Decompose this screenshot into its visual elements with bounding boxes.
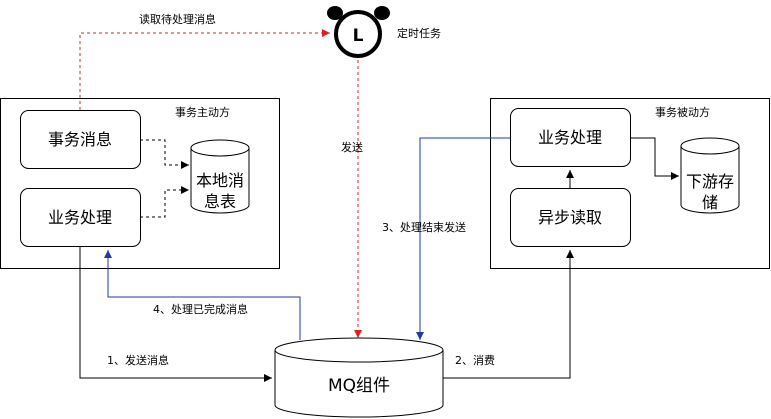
edge-txmsg-to-db <box>140 139 189 169</box>
edge-biz-to-storage <box>630 137 679 180</box>
active-party-group: 事务主动方 事务消息 业务处理 本地消 息表 <box>0 98 280 269</box>
edge-consume-label: 2、消费 <box>455 353 495 367</box>
edge-send-message <box>79 246 272 382</box>
downstream-storage-line1: 下游存 <box>686 172 734 191</box>
mq-component-db[interactable]: MQ组件 <box>274 337 444 418</box>
local-message-table-line1: 本地消 <box>196 171 244 190</box>
business-process-label-passive: 业务处理 <box>538 128 602 147</box>
local-message-table-db[interactable]: 本地消 息表 <box>190 139 250 214</box>
edge-process-done-label: 3、处理结束发送 <box>382 220 466 234</box>
scheduler-node[interactable]: L 定时任务 <box>327 6 441 58</box>
edge-process-done-send <box>416 137 510 340</box>
edge-send-label: 发送 <box>341 140 363 154</box>
edge-send-message-label: 1、发送消息 <box>107 353 169 367</box>
business-process-label-active: 业务处理 <box>48 208 112 227</box>
clock-bell-left-icon <box>327 6 343 20</box>
downstream-storage-line2: 储 <box>702 193 718 212</box>
passive-party-title: 事务被动方 <box>655 105 710 119</box>
edge-processed-complete <box>104 250 301 340</box>
passive-party-group: 事务被动方 业务处理 异步读取 下游存 储 <box>490 98 770 269</box>
edge-read-pending <box>79 29 330 110</box>
downstream-storage-db[interactable]: 下游存 储 <box>680 137 740 214</box>
async-read-box[interactable] <box>510 188 631 247</box>
local-message-table-line2: 息表 <box>204 192 236 211</box>
edge-consume <box>443 250 574 379</box>
edge-bizproc-to-db <box>140 186 189 218</box>
edge-processed-complete-label: 4、处理已完成消息 <box>153 302 248 316</box>
scheduler-label: 定时任务 <box>397 26 441 40</box>
active-party-title: 事务主动方 <box>175 105 230 119</box>
alarm-clock-icon <box>334 10 382 58</box>
mq-label: MQ组件 <box>328 376 390 396</box>
clock-letter: L <box>353 26 364 46</box>
clock-bell-right-icon <box>374 6 390 20</box>
edge-read-pending-label: 读取待处理消息 <box>139 12 216 26</box>
async-read-label: 异步读取 <box>538 208 602 227</box>
transaction-message-label: 事务消息 <box>48 130 112 149</box>
